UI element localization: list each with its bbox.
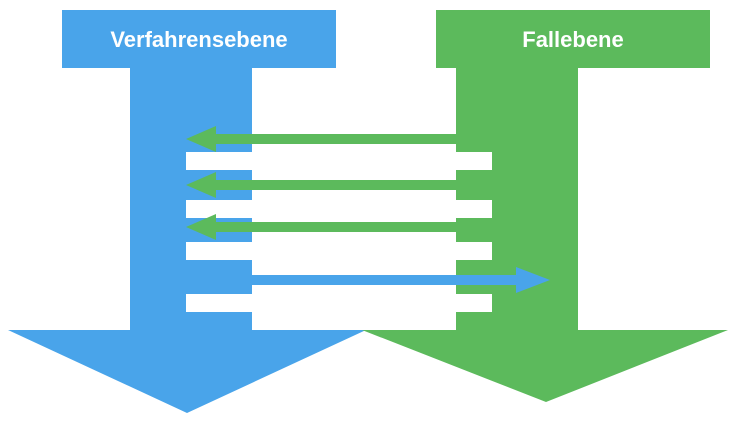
exchange-arrow-left-3	[186, 214, 500, 240]
white-stripes	[186, 152, 492, 312]
exchange-arrow-right-1	[250, 267, 550, 293]
white-stripe	[186, 294, 492, 312]
exchange-arrow-head-left-icon	[186, 214, 216, 240]
exchange-arrow-head-left-icon	[186, 172, 216, 198]
case-level-label: Fallebene	[522, 27, 623, 52]
process-level-label: Verfahrensebene	[110, 27, 287, 52]
exchange-arrow-left-2	[186, 172, 500, 198]
white-stripe	[186, 242, 492, 260]
exchange-arrow-stem	[214, 134, 500, 144]
white-stripe	[186, 200, 492, 218]
exchange-arrow-left-1	[186, 126, 500, 152]
exchange-arrow-stem	[214, 222, 500, 232]
case-level-down-arrow	[362, 10, 728, 402]
exchange-arrow-stem	[214, 180, 500, 190]
exchange-arrow-stem	[250, 275, 516, 285]
exchange-arrow-head-left-icon	[186, 126, 216, 152]
exchange-arrow-head-right-icon	[516, 267, 550, 293]
white-stripe	[186, 152, 492, 170]
